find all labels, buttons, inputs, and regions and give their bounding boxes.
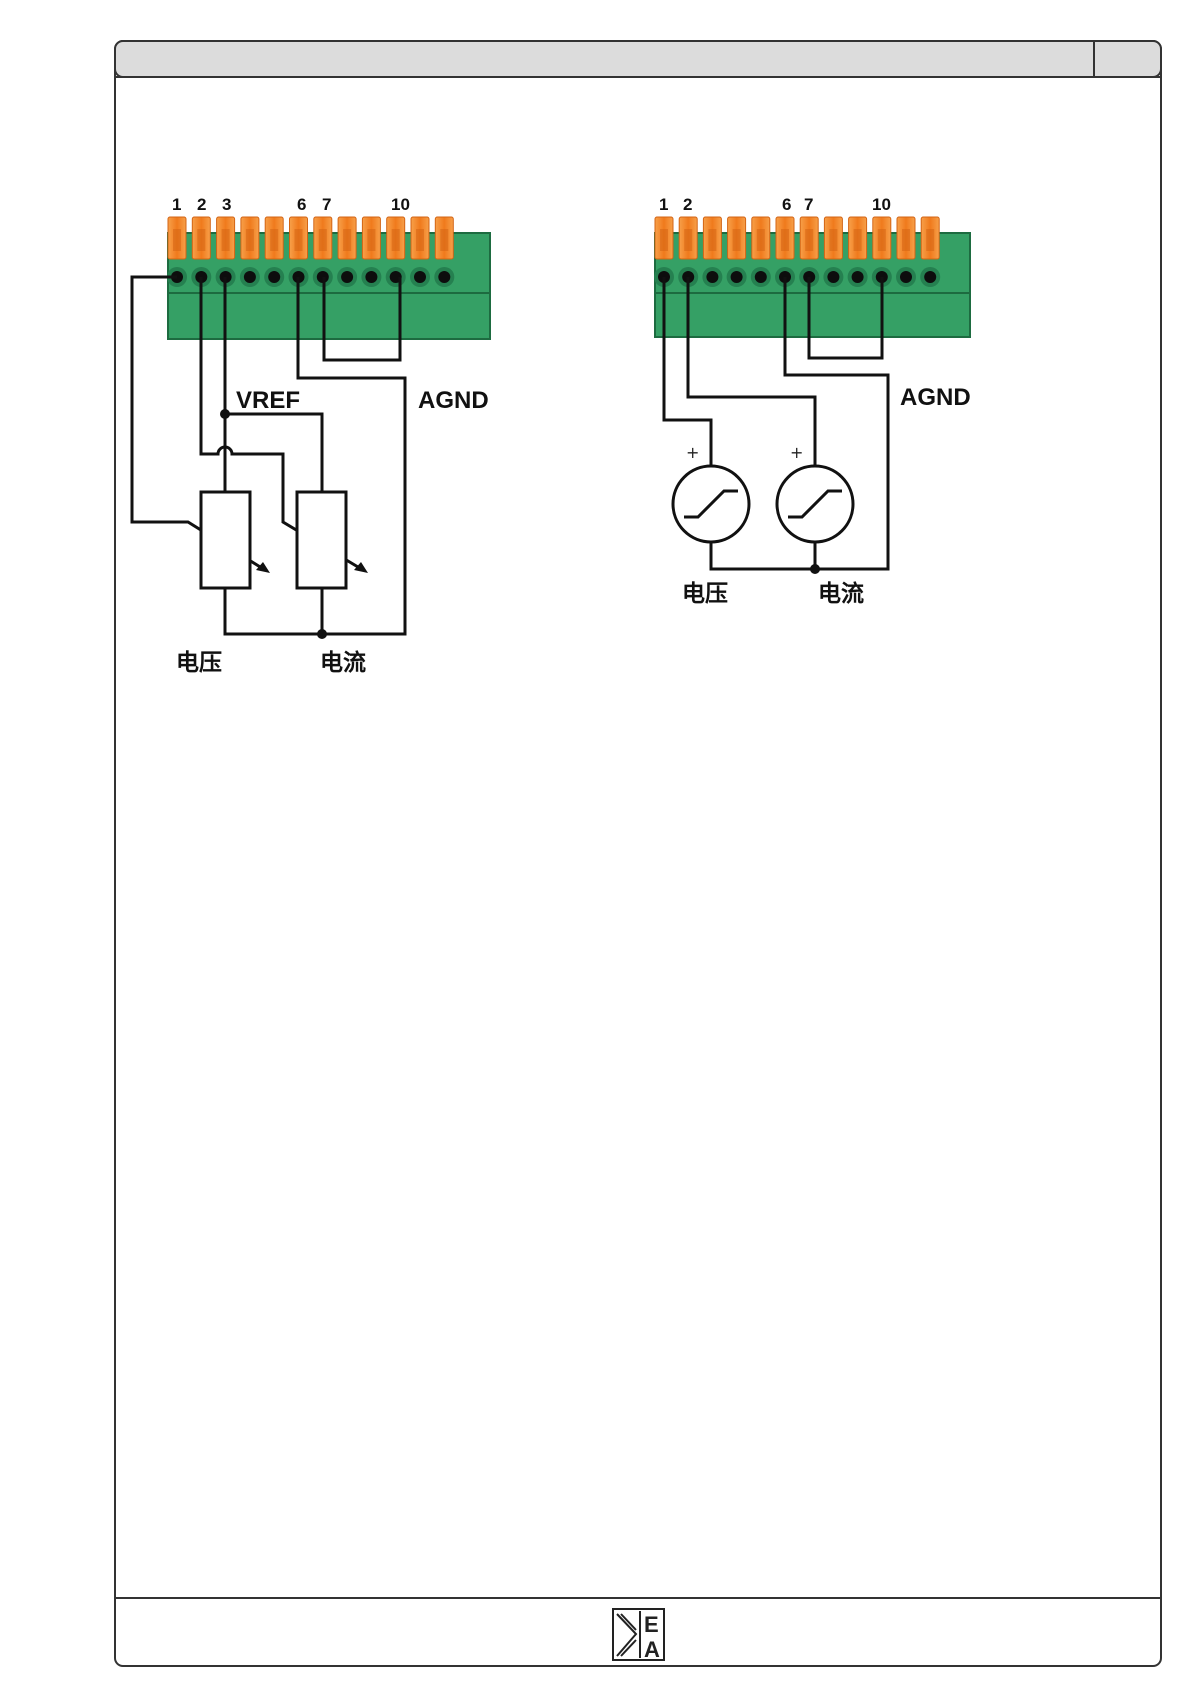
polarity-mark-voltage: + xyxy=(686,443,699,462)
polarity-mark-current: + xyxy=(790,443,803,462)
terminal-hole-9 xyxy=(365,271,377,283)
terminal-lever-slot-10 xyxy=(878,229,886,251)
terminal-hole-5 xyxy=(268,271,280,283)
terminal-hole-11 xyxy=(414,271,426,283)
pin-label-3: 3 xyxy=(222,195,231,214)
ea-logo: E A xyxy=(613,1609,664,1662)
pin-label-7: 7 xyxy=(322,195,331,214)
pin-label-6: 6 xyxy=(297,195,306,214)
terminal-hole-11 xyxy=(900,271,912,283)
terminal-lever-slot-3 xyxy=(222,229,230,251)
terminal-lever-slot-3 xyxy=(708,229,716,251)
diagram-left: 1 2 3 6 7 10 VRE xyxy=(132,195,490,676)
terminal-hole-9 xyxy=(852,271,864,283)
terminal-lever-slot-12 xyxy=(926,229,934,251)
label-vref-left: VREF xyxy=(236,387,300,414)
terminal-lever-slot-9 xyxy=(854,229,862,251)
terminal-lever-slot-8 xyxy=(829,229,837,251)
terminal-hole-8 xyxy=(827,271,839,283)
terminal-lever-slot-11 xyxy=(902,229,910,251)
voltage-source xyxy=(673,466,749,542)
label-current-right: 电流 xyxy=(818,580,864,607)
terminal-lever-slot-4 xyxy=(246,229,254,251)
terminal-hole-12 xyxy=(438,271,450,283)
label-voltage-left: 电压 xyxy=(176,650,222,676)
terminal-lever-slot-4 xyxy=(733,229,741,251)
label-agnd-left: AGND xyxy=(418,387,489,414)
terminal-lever-slot-1 xyxy=(660,229,668,251)
terminal-lever-slot-10 xyxy=(392,229,400,251)
terminal-lever-slot-5 xyxy=(757,229,765,251)
terminal-block-left xyxy=(167,217,490,339)
terminal-lever-slot-11 xyxy=(416,229,424,251)
pin-label-6-right: 6 xyxy=(782,195,791,214)
pin-labels-left: 1 2 3 6 7 10 xyxy=(172,195,410,214)
terminal-lever-slot-12 xyxy=(440,229,448,251)
terminal-lever-slot-6 xyxy=(781,229,789,251)
pin-label-2-right: 2 xyxy=(683,195,692,214)
header-bar xyxy=(115,41,1161,77)
terminal-lever-slot-7 xyxy=(805,229,813,251)
terminal-hole-8 xyxy=(341,271,353,283)
pin-label-10-right: 10 xyxy=(872,195,891,214)
terminal-block-right xyxy=(654,217,970,337)
terminal-lever-slot-8 xyxy=(343,229,351,251)
label-current-left: 电流 xyxy=(320,649,366,676)
label-voltage-right: 电压 xyxy=(682,581,728,607)
terminal-lever-slot-6 xyxy=(295,229,303,251)
terminal-hole-3 xyxy=(706,271,718,283)
label-agnd-right: AGND xyxy=(900,384,971,411)
logo-letter-a: A xyxy=(644,1637,660,1662)
terminal-lever-slot-1 xyxy=(173,229,181,251)
diagram-right: 1 2 6 7 10 + xyxy=(654,195,971,607)
pin-labels-right: 1 2 6 7 10 xyxy=(659,195,891,214)
terminal-lever-slot-2 xyxy=(197,229,205,251)
terminal-hole-12 xyxy=(924,271,936,283)
terminal-lever-slot-5 xyxy=(270,229,278,251)
potentiometer-current xyxy=(297,492,346,588)
pin-label-2: 2 xyxy=(197,195,206,214)
pin-label-7-right: 7 xyxy=(804,195,813,214)
terminal-lever-slot-2 xyxy=(684,229,692,251)
potentiometer-voltage xyxy=(201,492,250,588)
pin-label-1-right: 1 xyxy=(659,195,668,214)
pin-label-10: 10 xyxy=(391,195,410,214)
current-source xyxy=(777,466,853,542)
pin-label-1: 1 xyxy=(172,195,181,214)
terminal-hole-5 xyxy=(755,271,767,283)
terminal-lever-slot-9 xyxy=(367,229,375,251)
terminal-lever-slot-7 xyxy=(319,229,327,251)
terminal-hole-4 xyxy=(244,271,256,283)
logo-letter-e: E xyxy=(644,1612,659,1637)
terminal-hole-4 xyxy=(731,271,743,283)
